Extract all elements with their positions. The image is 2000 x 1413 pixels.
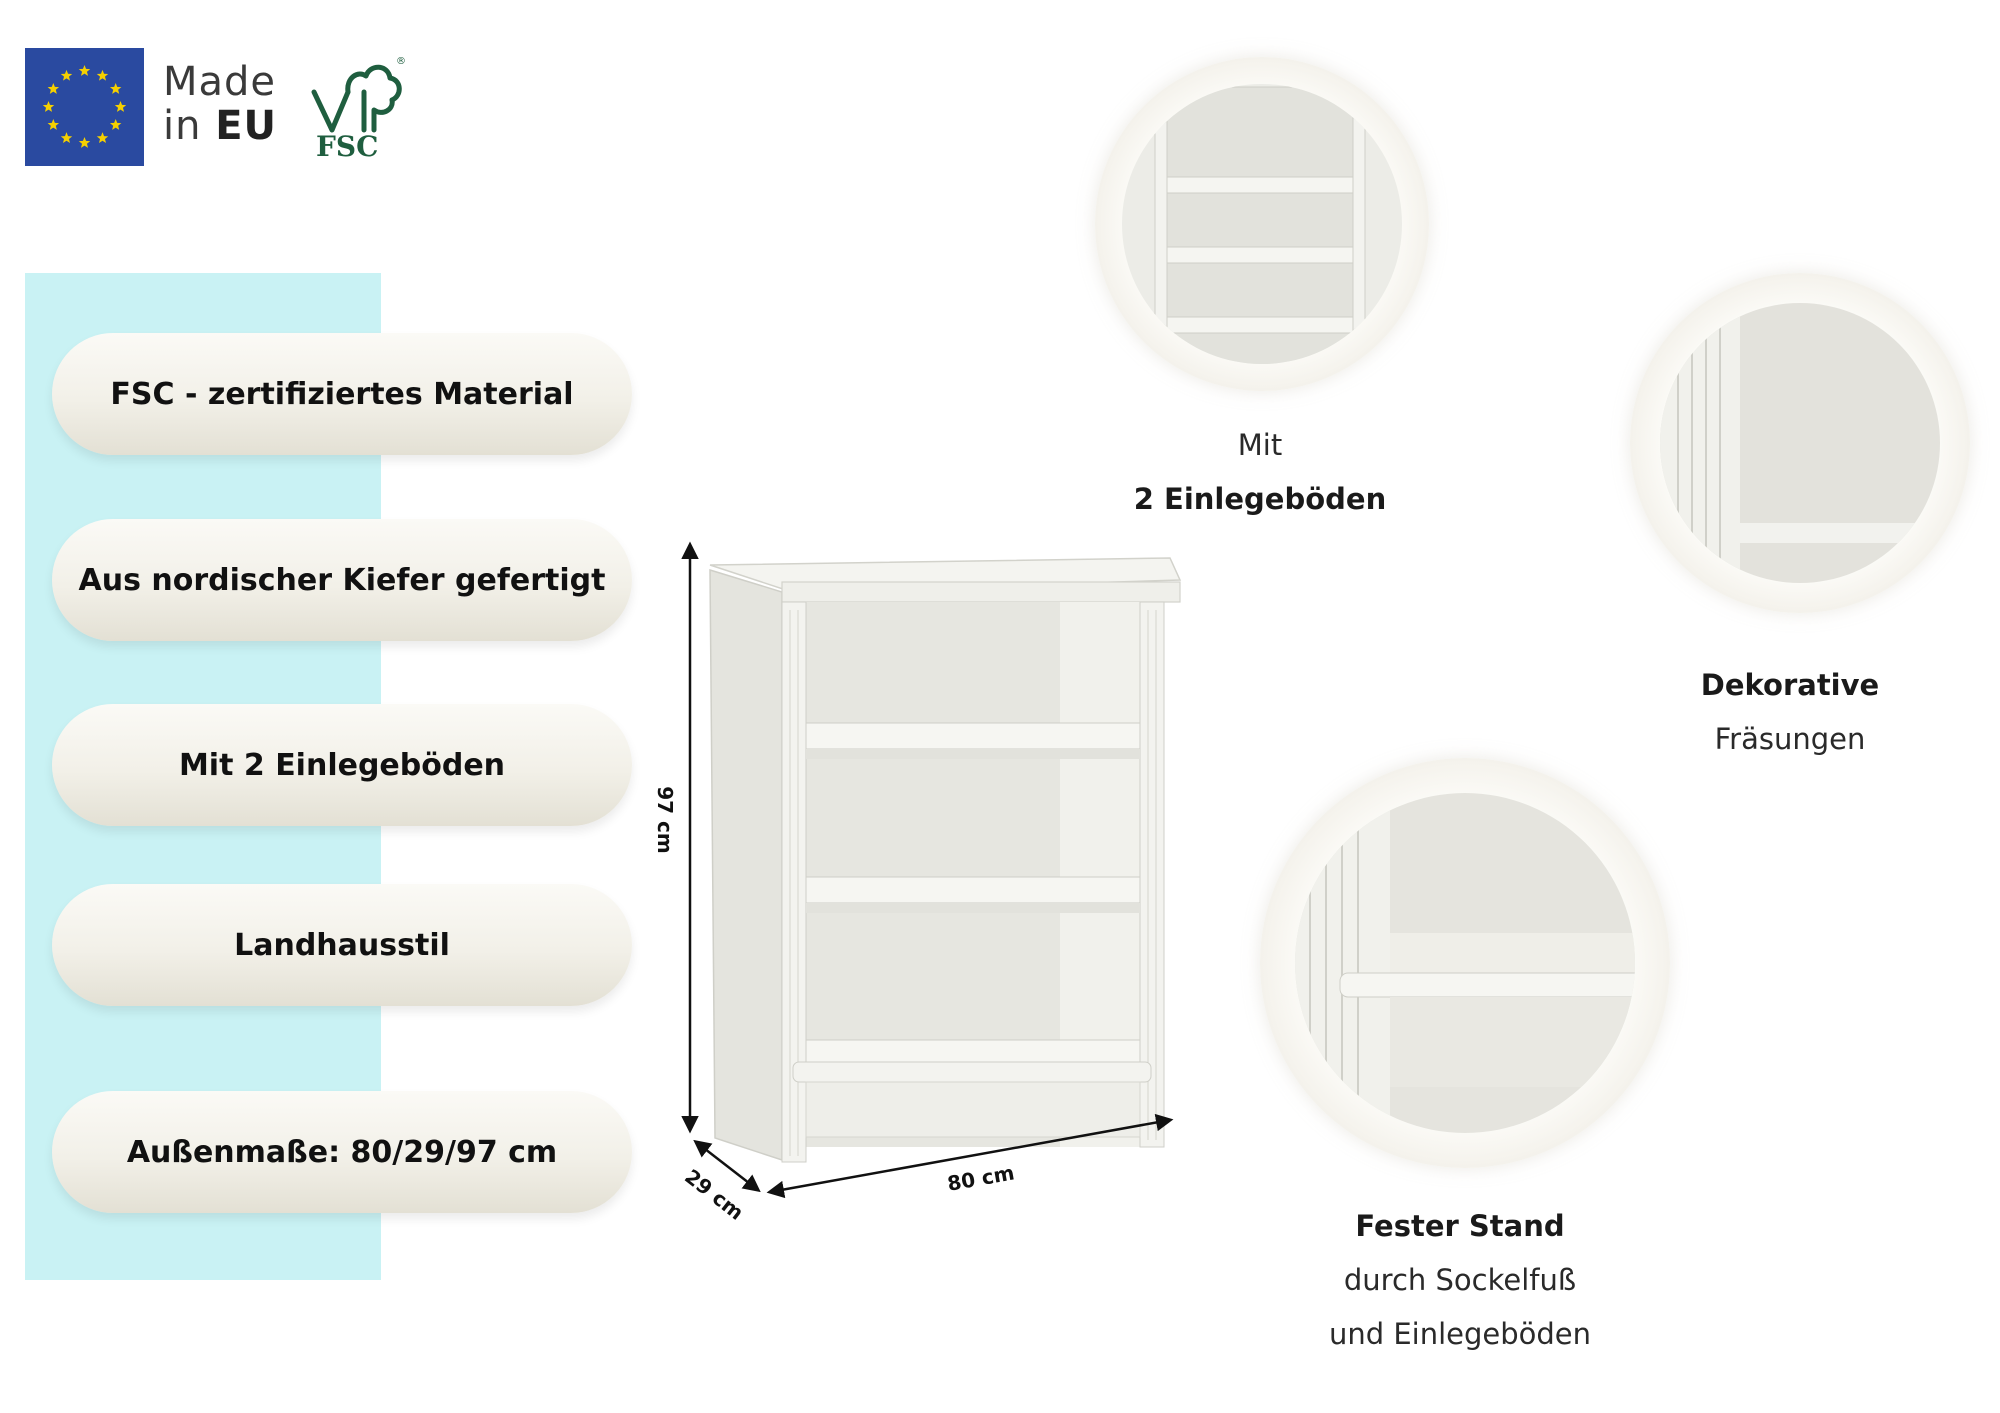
feature-outer-dimensions: Außenmaße: 80/29/97 cm bbox=[52, 1091, 632, 1213]
detail-shelves-circle bbox=[1095, 57, 1429, 391]
bookshelf-product-image: 97 cm 29 cm 80 cm bbox=[630, 440, 1370, 1225]
fsc-logo-icon: FSC ® bbox=[308, 52, 410, 163]
width-dimension-label: 80 cm bbox=[945, 1160, 1016, 1195]
feature-fsc: FSC - zertifiziertes Material bbox=[52, 333, 632, 455]
detail-shelves-line-1: Mit bbox=[1237, 428, 1283, 462]
detail-milling-line-1: Dekorative bbox=[1700, 668, 1880, 702]
eu-star-icon bbox=[42, 101, 55, 112]
detail-stand-line-1: Fester Stand bbox=[1355, 1209, 1565, 1243]
detail-stand-caption: Fester Stand durch Sockelfuß und Einlege… bbox=[1280, 1199, 1640, 1361]
eu-flag-icon bbox=[25, 48, 144, 166]
eu-star-icon bbox=[78, 137, 91, 148]
eu-star-icon bbox=[78, 65, 91, 76]
feature-country-style: Landhausstil bbox=[52, 884, 632, 1006]
detail-stand-line-2: durch Sockelfuß bbox=[1343, 1263, 1577, 1297]
detail-milling-circle bbox=[1630, 273, 1970, 613]
detail-milling-line-2: Fräsungen bbox=[1714, 722, 1866, 756]
detail-shelves-line-2: 2 Einlegeböden bbox=[1133, 482, 1387, 516]
fsc-registered-mark: ® bbox=[396, 56, 406, 67]
detail-shelves-caption: Mit 2 Einlegeböden bbox=[1080, 418, 1440, 526]
eu-star-icon bbox=[114, 101, 127, 112]
eu-star-icon bbox=[60, 69, 73, 81]
detail-milling-caption: Dekorative Fräsungen bbox=[1610, 658, 1970, 766]
made-in-eu-label: Made in EU bbox=[163, 60, 277, 148]
feature-nordic-pine: Aus nordischer Kiefer gefertigt bbox=[52, 519, 632, 641]
fsc-wordmark: FSC bbox=[316, 130, 378, 162]
eu-star-icon bbox=[109, 119, 122, 130]
made-line-2: in EU bbox=[163, 104, 277, 148]
detail-stand-circle bbox=[1260, 758, 1670, 1168]
eu-star-icon bbox=[47, 119, 60, 130]
eu-star-icon bbox=[60, 132, 73, 144]
height-dimension-label: 97 cm bbox=[653, 786, 677, 854]
made-eu-bold: EU bbox=[215, 103, 277, 149]
detail-stand-line-3: und Einlegeböden bbox=[1328, 1317, 1592, 1351]
made-in-prefix: in bbox=[163, 103, 202, 149]
eu-star-icon bbox=[47, 83, 60, 94]
depth-dimension-label: 29 cm bbox=[680, 1164, 748, 1220]
made-line-1: Made bbox=[163, 59, 277, 105]
feature-two-shelves: Mit 2 Einlegeböden bbox=[52, 704, 632, 826]
eu-star-icon bbox=[96, 69, 109, 81]
eu-star-icon bbox=[96, 132, 109, 144]
eu-star-icon bbox=[109, 83, 122, 94]
